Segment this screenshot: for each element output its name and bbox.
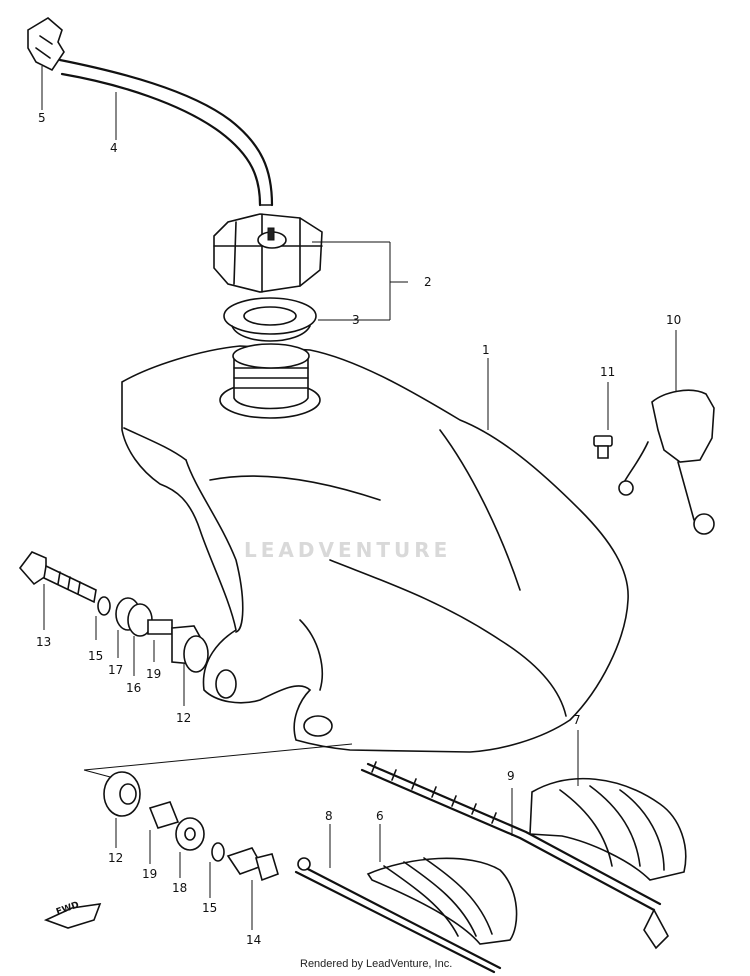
callout-18: 18 bbox=[172, 881, 188, 895]
callout-6: 6 bbox=[376, 809, 384, 823]
breather-hose-part-4 bbox=[60, 60, 272, 205]
filler-neck bbox=[233, 344, 309, 409]
strap-part-9 bbox=[362, 762, 668, 948]
clip-part-10 bbox=[619, 330, 714, 534]
callout-13: 13 bbox=[36, 635, 52, 649]
callout-14: 14 bbox=[246, 933, 262, 947]
screw-part-11 bbox=[594, 382, 612, 458]
gasket-part-3 bbox=[224, 298, 390, 341]
callout-17: 17 bbox=[108, 663, 124, 677]
callout-3: 3 bbox=[352, 313, 360, 327]
callout-16: 16 bbox=[126, 681, 142, 695]
footer-credit: Rendered by LeadVenture, Inc. bbox=[300, 958, 453, 970]
callout-2: 2 bbox=[424, 275, 432, 289]
callout-7: 7 bbox=[573, 713, 581, 727]
forward-arrow bbox=[46, 904, 100, 928]
callout-1: 1 bbox=[482, 343, 490, 357]
callout-9: 9 bbox=[507, 769, 515, 783]
callout-15-lower: 15 bbox=[202, 901, 218, 915]
rubber-pad-part-6 bbox=[368, 824, 517, 944]
callout-19-upper: 19 bbox=[146, 667, 162, 681]
rod-part-8 bbox=[296, 824, 500, 972]
callout-5: 5 bbox=[38, 111, 46, 125]
callout-15-upper: 15 bbox=[88, 649, 104, 663]
fuel-cap-part-2 bbox=[214, 214, 408, 320]
callout-4: 4 bbox=[110, 141, 118, 155]
callout-8: 8 bbox=[325, 809, 333, 823]
bolt-part-13 bbox=[20, 552, 96, 630]
clamp-part-5 bbox=[28, 18, 64, 110]
mount-hardware-upper bbox=[96, 597, 208, 706]
watermark-text: LEADVENTURE bbox=[244, 538, 452, 562]
rubber-pad-part-7 bbox=[530, 730, 686, 880]
callout-12-lower: 12 bbox=[108, 851, 124, 865]
callout-11: 11 bbox=[600, 365, 616, 379]
callout-19-lower: 19 bbox=[142, 867, 158, 881]
mount-hardware-lower bbox=[84, 744, 352, 930]
callout-10: 10 bbox=[666, 313, 682, 327]
callout-12-upper: 12 bbox=[176, 711, 192, 725]
